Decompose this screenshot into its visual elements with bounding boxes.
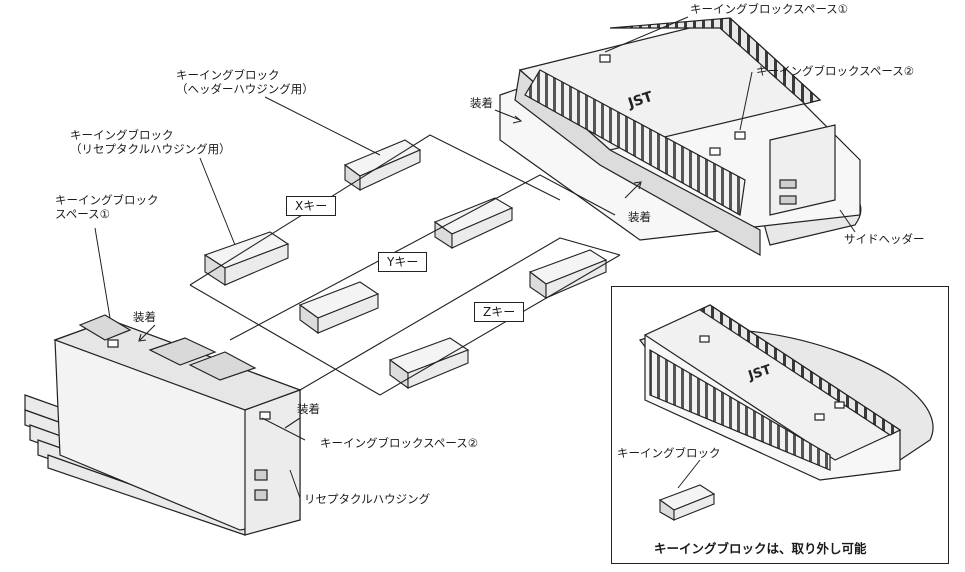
label-keying-space-2-bottom: キーイングブロックスペース② [320,436,479,450]
inset-panel [611,286,949,564]
keying-block-receptacle [203,231,290,287]
label-keying-space-1-left: キーイングブロック スペース① [55,193,159,221]
receptacle-housing [24,314,302,536]
label-mount-left: 装着 [133,310,156,324]
key-z-box: Zキー [474,302,525,322]
jst-logo-inset: JST [746,362,774,384]
label-mount-bottom: 装着 [297,402,320,416]
label-receptacle-housing: リセプタクルハウジング [304,492,431,506]
pairing-lines [189,134,621,396]
label-mount-top: 装着 [470,96,493,110]
mount-arrows [138,109,642,429]
leader-lines [94,16,856,499]
keying-block-y-header [433,197,514,250]
key-x-box: Xキー [286,196,337,216]
jst-logo: JST [625,89,655,112]
label-line: キーイングブロック [55,193,159,207]
inset-keying-block [658,484,716,521]
label-keying-space-1-top: キーイングブロックスペース① [690,2,849,16]
header-housing: JST [499,17,862,257]
label-mount-mid: 装着 [628,210,651,224]
keying-block-z-header [528,249,608,300]
label-line: キーイングブロック [70,128,174,142]
inset-header-housing: JST [639,304,934,481]
label-line: （ヘッダーハウジング用） [176,82,314,96]
label-side-header: サイドヘッダー [844,232,925,246]
keying-block-z-receptacle [388,337,470,390]
label-line: （リセプタクルハウジング用） [70,142,231,156]
label-line: スペース① [55,207,110,221]
label-keying-space-2-top: キーイングブロックスペース② [756,64,915,78]
label-keying-block-receptacle: キーイングブロック （リセプタクルハウジング用） [70,128,231,156]
key-y-box: Yキー [378,252,428,272]
inset-caption: キーイングブロックは、取り外し可能 [654,541,867,556]
keying-block-header [343,139,422,192]
keying-block-y-receptacle [298,281,380,335]
label-inset-keying-block: キーイングブロック [617,446,721,460]
label-keying-block-header: キーイングブロック （ヘッダーハウジング用） [176,68,314,96]
label-line: キーイングブロック [176,68,280,82]
